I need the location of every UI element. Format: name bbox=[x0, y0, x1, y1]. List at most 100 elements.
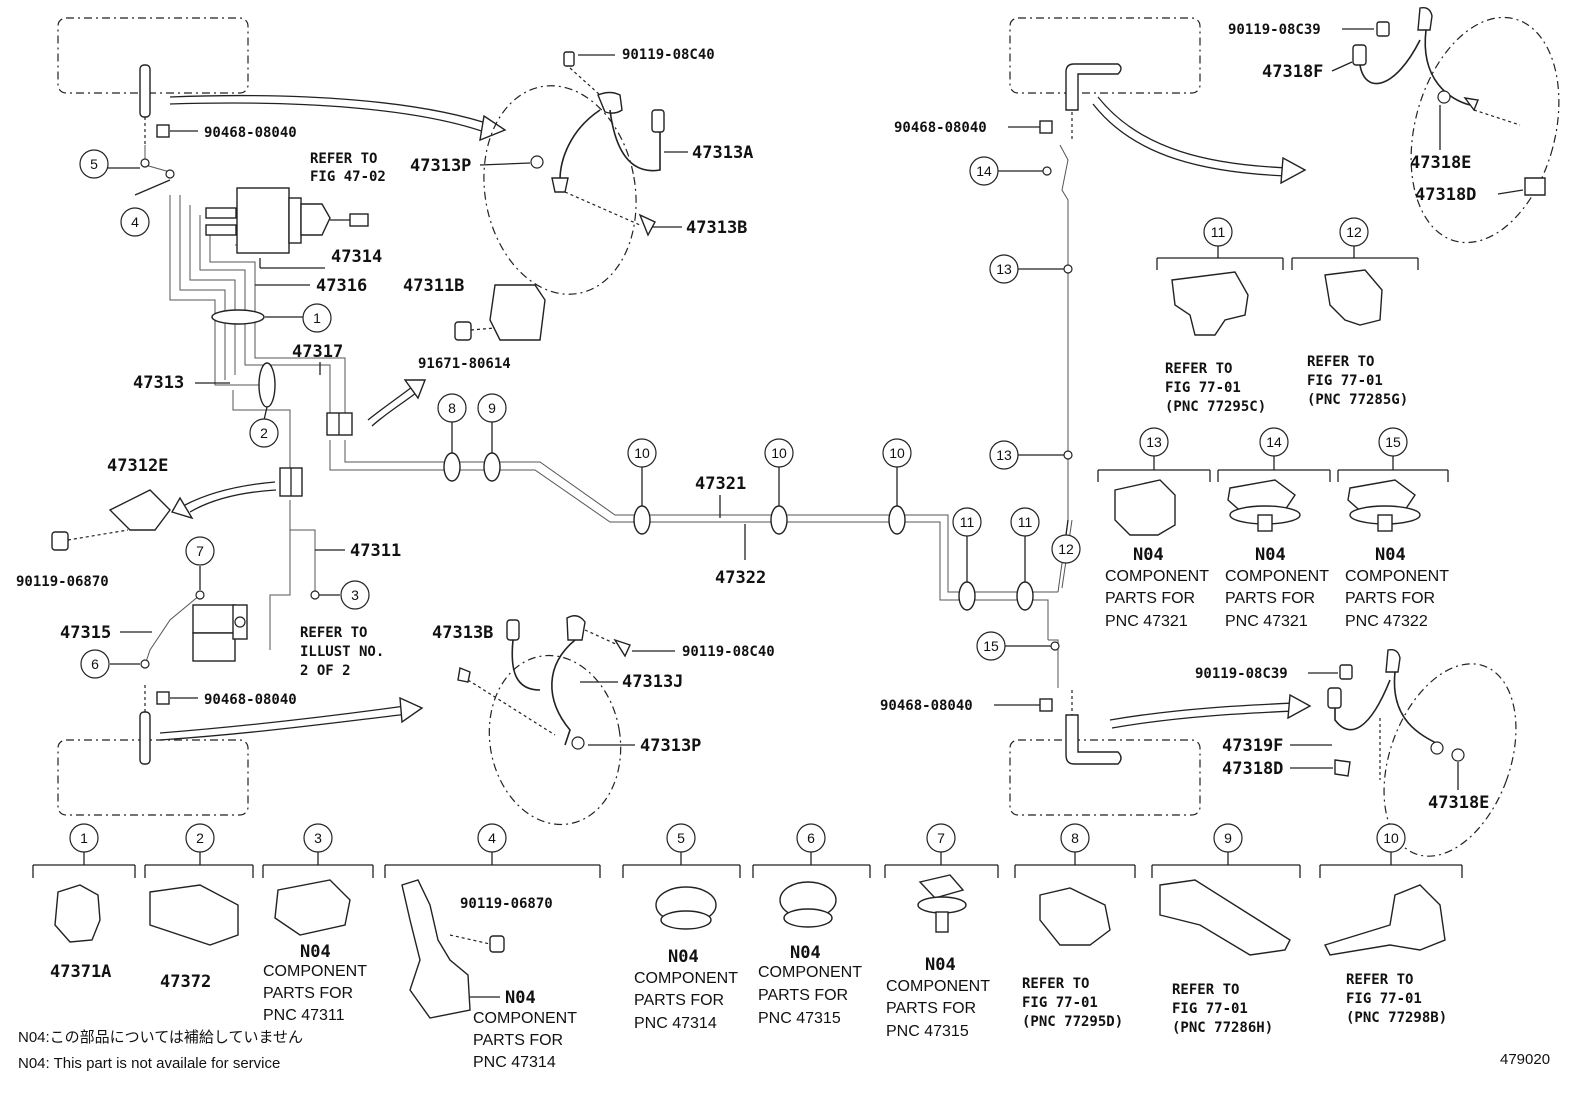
clamp-11a bbox=[958, 581, 976, 611]
label-callouts-1: 2 bbox=[196, 830, 204, 846]
label-component-pnc_47314: PNC 47314 bbox=[473, 1054, 556, 1071]
label-callouts-13: 14 bbox=[1266, 434, 1282, 450]
label-callouts-12: 13 bbox=[996, 261, 1012, 277]
label-callouts-5: 6 bbox=[91, 656, 99, 672]
detail-ellipse-rear-right bbox=[1383, 663, 1517, 857]
label-refs-pnc_77285G: (PNC 77285G) bbox=[1307, 392, 1408, 408]
rear-right-wheel-box bbox=[1009, 739, 1201, 816]
label-callouts-9: 10 bbox=[634, 445, 650, 461]
label-refs-refer_to: REFER TO bbox=[1022, 976, 1089, 992]
label-component-line2: PARTS FOR bbox=[1345, 590, 1435, 607]
label-component-line2: PARTS FOR bbox=[634, 992, 724, 1009]
callouts bbox=[108, 158, 1073, 669]
label-parts-p47313P_bot: 47313P bbox=[640, 736, 701, 756]
front-right-wheel-box bbox=[1009, 17, 1201, 94]
detail-ellipse-rear-left bbox=[488, 654, 622, 826]
label-fasteners-f91671_80614: 91671-80614 bbox=[418, 356, 511, 372]
label-fasteners-f90119_08C39_bot: 90119-08C39 bbox=[1195, 666, 1288, 682]
label-callouts-8: 9 bbox=[1224, 830, 1232, 846]
callout-10a: 10 bbox=[627, 438, 657, 468]
label-callouts-2: 3 bbox=[351, 587, 359, 603]
label-component-line1: COMPONENT bbox=[886, 978, 990, 995]
label-parts-p47311: 47311 bbox=[350, 541, 401, 561]
label-callouts-0: 1 bbox=[313, 310, 321, 326]
label-callouts-4: 5 bbox=[677, 830, 685, 846]
label-component-line2: PARTS FOR bbox=[473, 1032, 563, 1049]
label-parts-p47316: 47316 bbox=[316, 276, 367, 296]
label-refs-refer_to: REFER TO bbox=[1172, 982, 1239, 998]
label-refs-refer_to: REFER TO bbox=[1346, 972, 1413, 988]
label-callouts-1: 2 bbox=[260, 425, 268, 441]
label-fasteners-f90119_06870_b: 90119-06870 bbox=[460, 896, 553, 912]
label-component-n04: N04 bbox=[1255, 545, 1286, 565]
label-callouts-4: 5 bbox=[90, 156, 98, 172]
label-callouts-0: 1 bbox=[80, 830, 88, 846]
label-component-line1: COMPONENT bbox=[473, 1010, 577, 1027]
label-fasteners-f90468_08040_c: 90468-08040 bbox=[894, 120, 987, 136]
hose-47319F bbox=[1327, 648, 1465, 780]
callout-8: 8 bbox=[437, 393, 467, 423]
clamp-10a bbox=[633, 505, 651, 535]
label-component-n04: N04 bbox=[925, 955, 956, 975]
label-callouts-10: 11 bbox=[960, 514, 975, 530]
front-left-stub bbox=[139, 64, 151, 145]
note-jp: N04:この部品については補給していません bbox=[18, 1029, 303, 1046]
label-component-n04: N04 bbox=[1375, 545, 1406, 565]
legend-13-14-15: 13 N04 COMPONENT PARTS FOR PNC 47321 14 … bbox=[1097, 427, 1449, 630]
clamp-10c bbox=[888, 505, 906, 535]
label-component-n04: N04 bbox=[505, 988, 536, 1008]
callout-2: 2 bbox=[249, 418, 279, 448]
label-fasteners-f90119_08C40_bot: 90119-08C40 bbox=[682, 644, 775, 660]
label-refs-fig_77_01: FIG 77-01 bbox=[1022, 995, 1098, 1011]
label-refs-pnc_77295D: (PNC 77295D) bbox=[1022, 1014, 1123, 1030]
connector-47311B bbox=[454, 284, 546, 341]
label-callouts-8: 9 bbox=[488, 400, 496, 416]
label-component-n04: N04 bbox=[668, 947, 699, 967]
label-callouts-14: 15 bbox=[983, 638, 999, 654]
label-parts-p47312E: 47312E bbox=[107, 456, 168, 476]
clamp-8 bbox=[443, 452, 461, 482]
label-refs-fig_47_02: FIG 47-02 bbox=[310, 169, 386, 185]
label-refs-pnc_77286H: (PNC 77286H) bbox=[1172, 1020, 1273, 1036]
label-component-n04: N04 bbox=[1133, 545, 1164, 565]
label-parts-p47315: 47315 bbox=[60, 623, 111, 643]
label-component-pnc_47322: PNC 47322 bbox=[1345, 613, 1428, 630]
label-component-line1: COMPONENT bbox=[1105, 568, 1209, 585]
label-component-pnc_47315: PNC 47315 bbox=[886, 1023, 969, 1040]
label-refs-two_of_two: 2 OF 2 bbox=[300, 663, 351, 679]
label-refs-fig_77_01: FIG 77-01 bbox=[1165, 380, 1241, 396]
rear-left-wheel-box bbox=[57, 739, 249, 816]
label-callouts-5: 6 bbox=[807, 830, 815, 846]
label-component-line1: COMPONENT bbox=[263, 963, 367, 980]
callout-14: 14 bbox=[969, 156, 999, 186]
label-component-line2: PARTS FOR bbox=[1105, 590, 1195, 607]
label-parts-p47318E_bot: 47318E bbox=[1428, 793, 1489, 813]
label-fasteners-f90119_08C39_top: 90119-08C39 bbox=[1228, 22, 1321, 38]
callout-12: 12 bbox=[1051, 534, 1081, 564]
label-parts-p47321: 47321 bbox=[695, 474, 746, 494]
label-refs-illust_no: ILLUST NO. bbox=[300, 644, 384, 660]
callout-5: 5 bbox=[79, 149, 109, 179]
front-left-wheel-box bbox=[57, 17, 249, 94]
label-parts-p47372: 47372 bbox=[160, 972, 211, 992]
callout-10b: 10 bbox=[764, 438, 794, 468]
label-callouts-6: 7 bbox=[196, 543, 204, 559]
label-parts-p47313A: 47313A bbox=[692, 143, 753, 163]
callout-9: 9 bbox=[477, 393, 507, 423]
label-component-pnc_47315: PNC 47315 bbox=[758, 1010, 841, 1027]
callout-3: 3 bbox=[340, 580, 370, 610]
label-parts-p47313: 47313 bbox=[133, 373, 184, 393]
label-refs-pnc_77295C: (PNC 77295C) bbox=[1165, 399, 1266, 415]
label-parts-p47313P_top: 47313P bbox=[410, 156, 471, 176]
note-en: N04: This part is not availale for servi… bbox=[18, 1055, 280, 1072]
label-callouts-9: 10 bbox=[1383, 830, 1399, 846]
clamp-11b bbox=[1016, 581, 1034, 611]
label-component-pnc_47321: PNC 47321 bbox=[1105, 613, 1188, 630]
label-component-pnc_47321: PNC 47321 bbox=[1225, 613, 1308, 630]
label-parts-p47313J: 47313J bbox=[622, 672, 683, 692]
label-callouts-3: 4 bbox=[488, 830, 496, 846]
label-parts-p47313B_bot: 47313B bbox=[432, 623, 493, 643]
label-component-line2: PARTS FOR bbox=[758, 987, 848, 1004]
callout-1: 1 bbox=[302, 303, 332, 333]
label-parts-p47319F: 47319F bbox=[1222, 736, 1283, 756]
